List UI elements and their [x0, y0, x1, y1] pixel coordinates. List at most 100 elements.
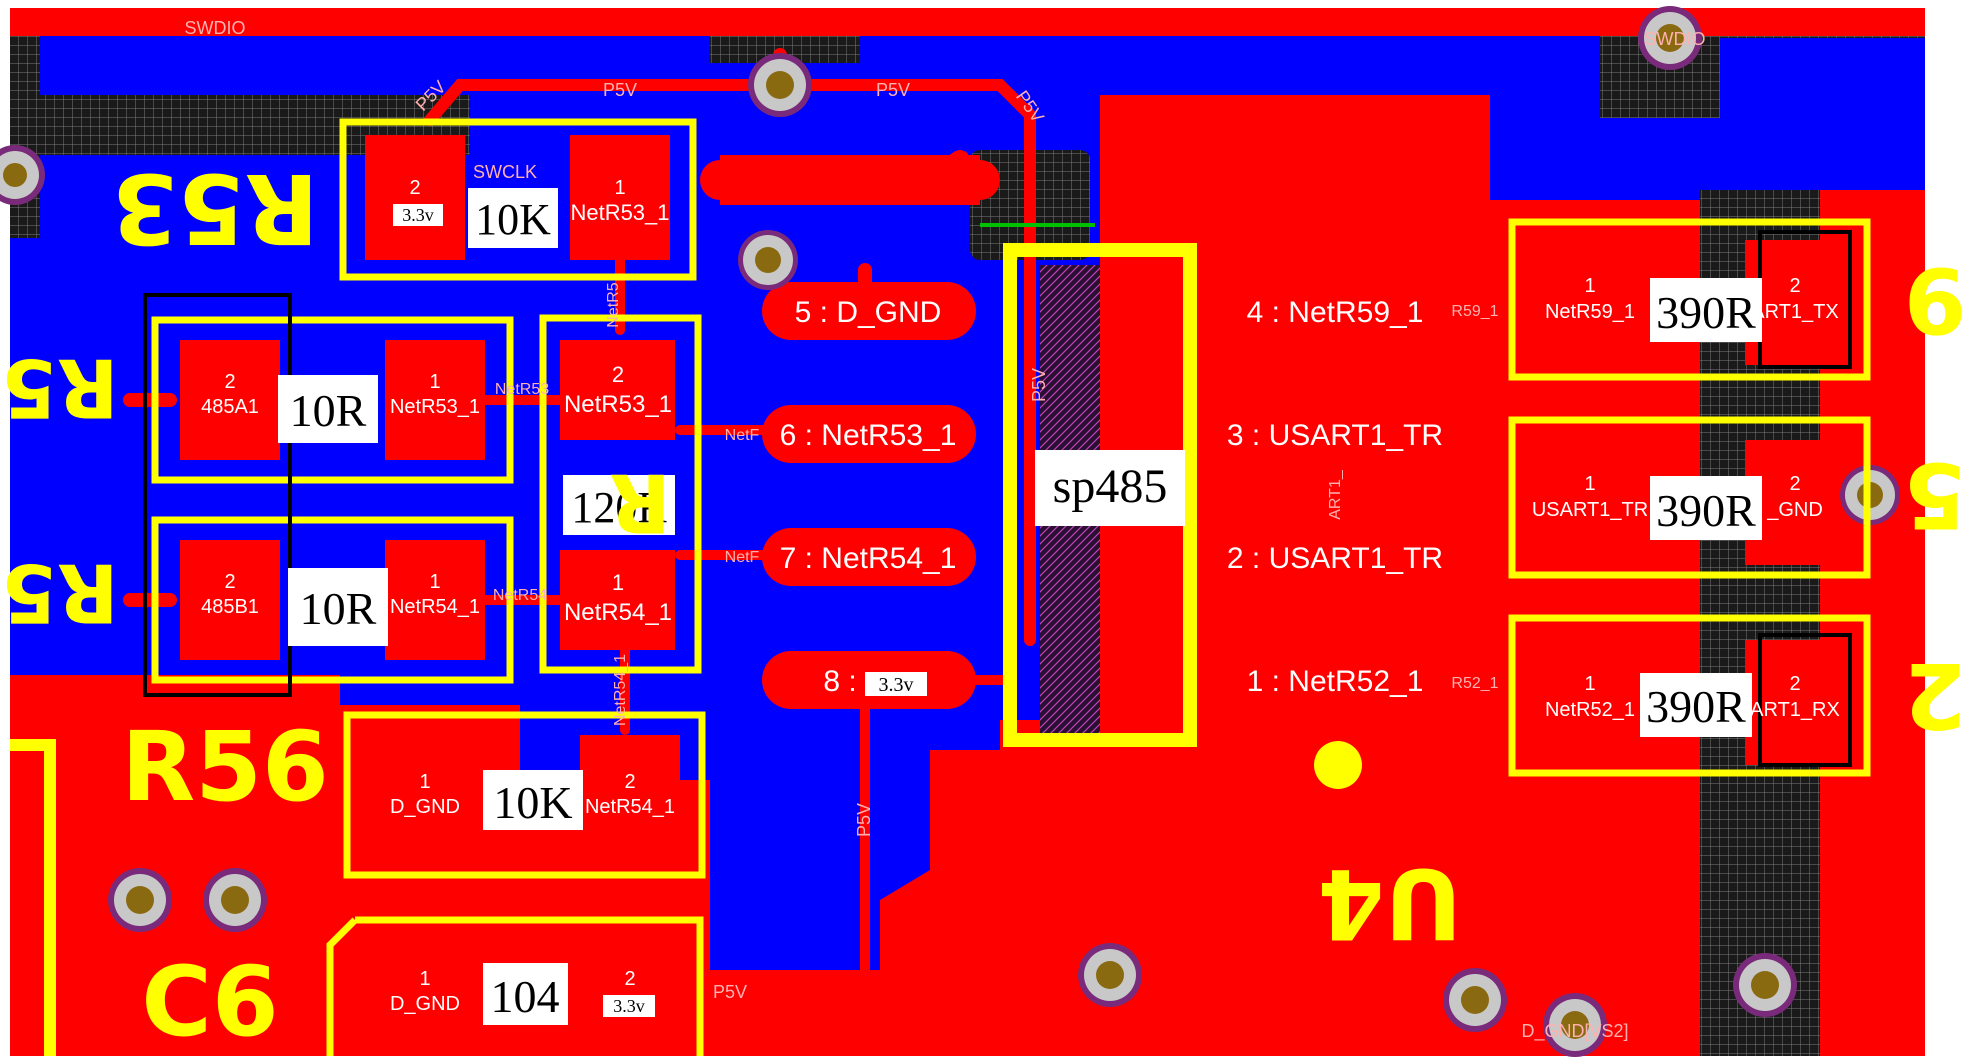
vias[interactable] [0, 6, 1900, 1057]
r60-pad-1[interactable] [1540, 440, 1640, 565]
ic-pin-labels: 5 : D_GND 6 : NetR53_1 7 : NetR54_1 8 : … [780, 296, 1443, 698]
svg-text:485A1: 485A1 [201, 396, 259, 418]
svg-text:1: 1 [419, 968, 430, 990]
r56-value: 10K [493, 777, 572, 828]
svg-text:1: 1 [429, 371, 440, 393]
pin-8-label: 8 : [823, 665, 856, 698]
svg-text:NetR53: NetR53 [495, 381, 549, 398]
r60-value: 390R [1656, 485, 1756, 536]
svg-text:P5V: P5V [876, 80, 910, 100]
svg-text:SWDIO: SWDIO [1645, 29, 1706, 49]
r55b-value: 10R [300, 583, 377, 634]
svg-text:1: 1 [1584, 275, 1595, 297]
u4-designator: U4 [1318, 847, 1463, 959]
via[interactable] [1638, 6, 1702, 70]
svg-text:2: 2 [224, 571, 235, 593]
svg-text:USART1_TR: USART1_TR [1532, 499, 1648, 521]
pin-2-pad[interactable] [1228, 528, 1442, 586]
r59-pad-1[interactable] [1540, 240, 1640, 365]
r55a-pad-1[interactable] [385, 340, 485, 460]
pin-8-value: 3.3v [879, 674, 914, 696]
svg-text:ART1_TX: ART1_TX [1751, 301, 1838, 323]
pad-labels: 2 3.3v 1 NetR53_1 2 485A1 1 NetR53_1 2 4… [201, 177, 1840, 1017]
svg-text:D_GND: D_GND [390, 796, 460, 818]
pin-6-pad[interactable] [762, 405, 976, 463]
r53-pad-2[interactable] [365, 135, 465, 260]
u4-silkscreen-outline [1003, 243, 1197, 747]
r52-value: 390R [1646, 681, 1746, 732]
svg-text:NetR53_1: NetR53_1 [390, 396, 480, 418]
c6-value: 104 [491, 971, 560, 1022]
svg-text:R59_1: R59_1 [1451, 303, 1498, 320]
pin-5-pad[interactable] [762, 282, 976, 340]
via[interactable] [748, 53, 812, 117]
svg-text:NetR54: NetR54 [493, 587, 547, 604]
r53-pad-1[interactable] [570, 135, 670, 260]
svg-text:NetR52_1: NetR52_1 [1545, 699, 1635, 721]
right-designator-9: 9 [1904, 247, 1967, 352]
r55b-pad-1[interactable] [385, 540, 485, 660]
r5-bottom-designator: R5 [1, 546, 118, 639]
svg-text:1: 1 [1584, 673, 1595, 695]
pin-1-pad[interactable] [1228, 651, 1442, 709]
pin-3-label: 3 : USART1_TR [1227, 419, 1443, 452]
svg-text:1: 1 [612, 570, 624, 595]
r54-pad-1[interactable] [560, 550, 675, 650]
via[interactable] [1443, 968, 1507, 1032]
designators: R53 R56 C6 U4 R5 R5 9 5 2 [1, 152, 1966, 1058]
right-designator-5: 5 [1904, 442, 1967, 547]
r5-top-designator: R5 [1, 341, 118, 434]
courtyard-outlines [143, 230, 1852, 767]
via[interactable] [0, 145, 45, 205]
svg-text:2: 2 [624, 968, 635, 990]
svg-text:_GND: _GND [1766, 499, 1823, 521]
r54-pad-2[interactable] [560, 340, 675, 440]
r54-designator-partial: R [609, 456, 671, 549]
r56-designator: R56 [121, 711, 329, 823]
svg-text:D_GND[VS2]: D_GND[VS2] [1521, 1021, 1628, 1042]
r52-pad-1[interactable] [1540, 640, 1640, 765]
svg-text:NetF: NetF [725, 549, 760, 566]
r53-designator: R53 [111, 152, 319, 264]
svg-text:2: 2 [612, 362, 624, 387]
via[interactable] [1543, 993, 1607, 1057]
pin1-marker-dot [1314, 741, 1362, 789]
value-labels: 10K 10R 10R 120R 10K 104 390R 390R 390R [278, 188, 1762, 1025]
svg-text:2: 2 [1789, 275, 1800, 297]
svg-text:D_GND: D_GND [390, 993, 460, 1015]
via[interactable] [1078, 943, 1142, 1007]
svg-text:3.3v: 3.3v [613, 996, 645, 1016]
svg-text:3.3v: 3.3v [402, 205, 434, 225]
copper-block [720, 155, 980, 205]
trace-net-labels: SWDIO SWDIO P5V P5V P5V P5V P5V P5V P5V … [185, 18, 1706, 1042]
pin-3-pad[interactable] [1228, 405, 1442, 463]
via[interactable] [108, 868, 172, 932]
via[interactable] [203, 868, 267, 932]
c6-pad-1[interactable] [375, 935, 475, 1055]
u4-value: sp485 [1053, 460, 1168, 513]
svg-text:485B1: 485B1 [201, 596, 259, 618]
r59-value: 390R [1656, 287, 1756, 338]
r55a-value: 10R [290, 385, 367, 436]
via[interactable] [1733, 953, 1797, 1017]
pin-7-pad[interactable] [762, 528, 976, 586]
r56-pad-1[interactable] [375, 735, 475, 855]
r55a-pad-2[interactable] [180, 340, 280, 460]
svg-text:SWDIO: SWDIO [185, 18, 246, 38]
pin-4-label: 4 : NetR59_1 [1247, 296, 1424, 329]
svg-text:1: 1 [419, 771, 430, 793]
svg-text:NetR54_1: NetR54_1 [585, 796, 675, 818]
pin-4-pad[interactable] [1228, 282, 1442, 340]
via[interactable] [738, 230, 798, 290]
r56-pad-2[interactable] [580, 735, 680, 855]
svg-text:1: 1 [429, 571, 440, 593]
right-designator-2: 2 [1904, 642, 1967, 747]
svg-text:P5V: P5V [603, 80, 637, 100]
svg-text:P5V: P5V [854, 803, 874, 837]
svg-text:ART1_: ART1_ [1327, 469, 1344, 520]
svg-text:2: 2 [1789, 473, 1800, 495]
svg-text:ART1_RX: ART1_RX [1750, 699, 1840, 721]
r55b-pad-2[interactable] [180, 540, 280, 660]
